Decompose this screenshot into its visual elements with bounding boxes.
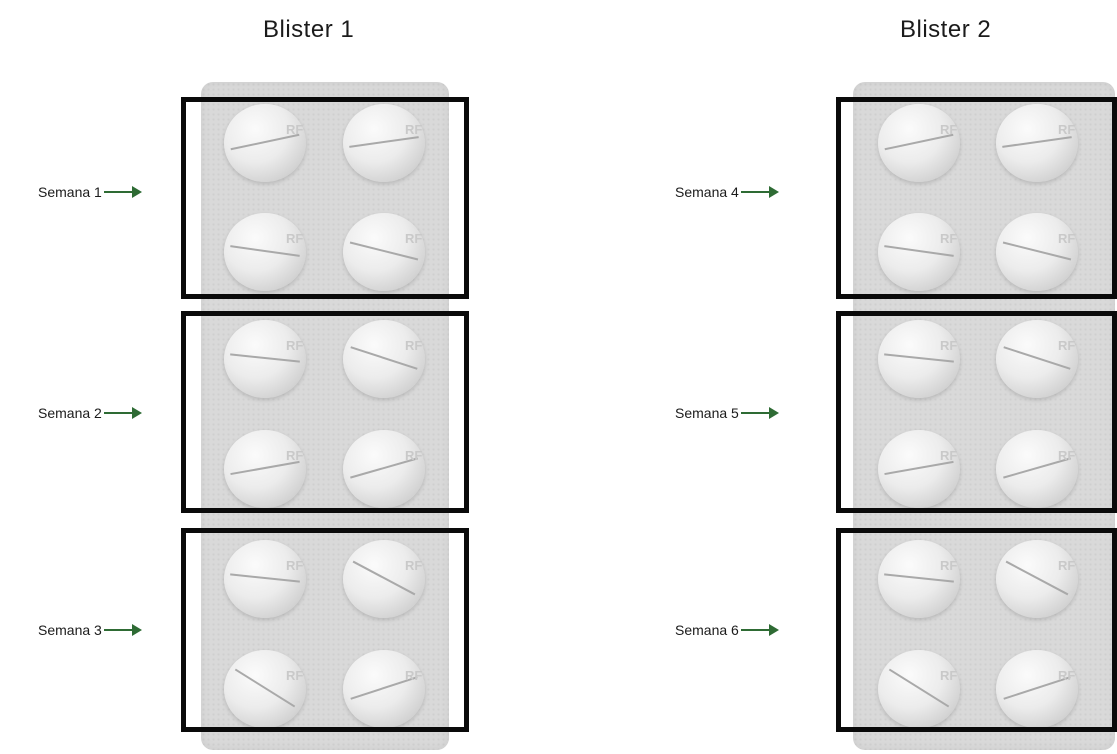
week-box-5 — [836, 311, 1117, 513]
week-label-6: Semana 6 — [675, 622, 779, 638]
arrow-right-icon — [741, 186, 779, 198]
week-label-5: Semana 5 — [675, 405, 779, 421]
week-box-3 — [181, 528, 469, 732]
week-label-2: Semana 2 — [38, 405, 142, 421]
week-box-4 — [836, 97, 1117, 299]
arrow-right-icon — [104, 624, 142, 636]
arrow-right-icon — [741, 624, 779, 636]
week-label-3: Semana 3 — [38, 622, 142, 638]
week-box-1 — [181, 97, 469, 299]
week-label-4: Semana 4 — [675, 184, 779, 200]
week-box-2 — [181, 311, 469, 513]
week-box-6 — [836, 528, 1117, 732]
week-label-1: Semana 1 — [38, 184, 142, 200]
arrow-right-icon — [741, 407, 779, 419]
blister-1-title: Blister 1 — [263, 16, 354, 44]
arrow-right-icon — [104, 407, 142, 419]
arrow-right-icon — [104, 186, 142, 198]
blister-2-title: Blister 2 — [900, 16, 991, 44]
